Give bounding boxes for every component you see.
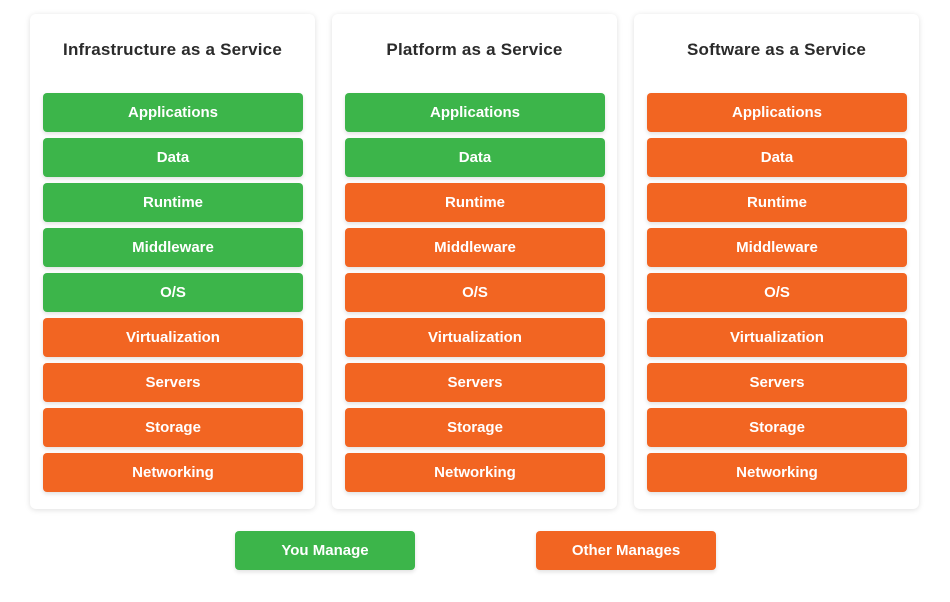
layer-middleware: Middleware xyxy=(43,228,303,267)
column-title: Infrastructure as a Service xyxy=(63,40,282,59)
layer-runtime: Runtime xyxy=(43,183,303,222)
layer-middleware: Middleware xyxy=(345,228,605,267)
layer-networking: Networking xyxy=(43,453,303,492)
layer-applications: Applications xyxy=(345,93,605,132)
layer-networking: Networking xyxy=(647,453,907,492)
layer-applications: Applications xyxy=(647,93,907,132)
legend-other-manages: Other Manages xyxy=(536,531,716,570)
layer-storage: Storage xyxy=(43,408,303,447)
layer-data: Data xyxy=(647,138,907,177)
layer-storage: Storage xyxy=(345,408,605,447)
layer-o-s: O/S xyxy=(647,273,907,312)
legend-you-manage: You Manage xyxy=(235,531,415,570)
layer-servers: Servers xyxy=(345,363,605,402)
layer-virtualization: Virtualization xyxy=(345,318,605,357)
layer-data: Data xyxy=(345,138,605,177)
layer-servers: Servers xyxy=(43,363,303,402)
layer-middleware: Middleware xyxy=(647,228,907,267)
layer-data: Data xyxy=(43,138,303,177)
layer-applications: Applications xyxy=(43,93,303,132)
layer-servers: Servers xyxy=(647,363,907,402)
layer-storage: Storage xyxy=(647,408,907,447)
layer-virtualization: Virtualization xyxy=(647,318,907,357)
column-iaas: Infrastructure as a Service Applications… xyxy=(30,14,315,509)
layer-runtime: Runtime xyxy=(647,183,907,222)
column-title: Platform as a Service xyxy=(386,40,563,59)
layer-runtime: Runtime xyxy=(345,183,605,222)
service-model-columns: Infrastructure as a Service Applications… xyxy=(30,14,919,509)
layer-o-s: O/S xyxy=(345,273,605,312)
layer-networking: Networking xyxy=(345,453,605,492)
layer-o-s: O/S xyxy=(43,273,303,312)
layer-virtualization: Virtualization xyxy=(43,318,303,357)
column-title: Software as a Service xyxy=(686,40,867,59)
